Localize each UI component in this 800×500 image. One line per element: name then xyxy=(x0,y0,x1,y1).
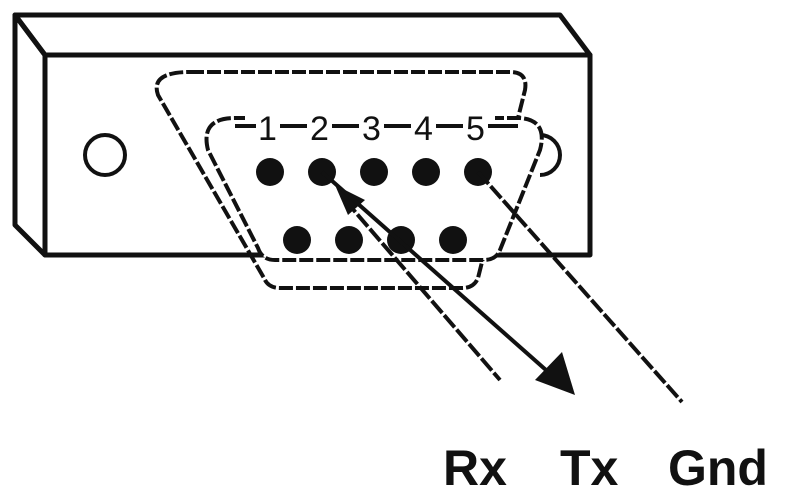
d-shell-outer xyxy=(154,70,528,290)
housing-top-face xyxy=(12,12,593,58)
pin-6 xyxy=(283,226,311,254)
signal-wires xyxy=(320,170,684,404)
pin-7 xyxy=(335,226,363,254)
tx-label: Tx xyxy=(560,440,619,496)
rx-wire xyxy=(343,198,502,382)
pin-1 xyxy=(256,158,284,186)
rx-label: Rx xyxy=(443,440,507,496)
screw-hole-right xyxy=(539,133,562,177)
pin-label-5: 5 xyxy=(466,110,485,148)
d-shell-inner xyxy=(204,116,544,262)
gnd-wire xyxy=(476,170,684,404)
screw-hole-left xyxy=(83,133,127,177)
pin-number-labels: 1 2 3 4 5 xyxy=(235,108,518,148)
tx-wire xyxy=(320,170,557,380)
pin-label-3: 3 xyxy=(362,110,381,148)
pin-label-2: 2 xyxy=(310,110,329,148)
pin-label-4: 4 xyxy=(414,110,433,148)
housing-side-face xyxy=(12,12,48,258)
pin-3 xyxy=(360,158,388,186)
pin-label-1: 1 xyxy=(258,110,277,148)
pin-9 xyxy=(439,226,467,254)
tx-arrowhead xyxy=(535,352,575,395)
gnd-label: Gnd xyxy=(668,440,768,496)
pin-4 xyxy=(412,158,440,186)
